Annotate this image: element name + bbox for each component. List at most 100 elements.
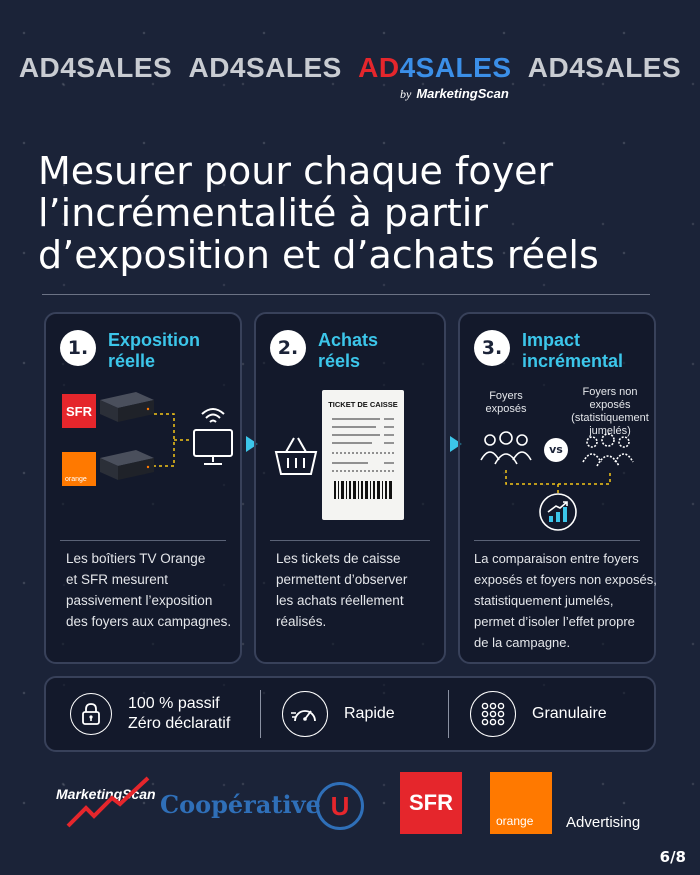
receipt-image: TICKET DE CAISSE: [322, 390, 404, 520]
step-title: Achats réels: [318, 330, 378, 372]
step-number: 3.: [474, 330, 510, 366]
divider: [448, 690, 449, 738]
card-separator: [270, 540, 430, 541]
sfr-footer-logo: SFR: [400, 772, 462, 834]
brand-4: 4: [399, 52, 416, 83]
feature-fast: Rapide: [282, 678, 395, 750]
desc-line: permet d’isoler l’effet propre: [474, 614, 635, 629]
label-line: Foyers: [489, 390, 523, 402]
cooperative-u-logo-text: Coopérative: [160, 790, 321, 819]
dot-grid-icon: [470, 691, 516, 737]
receipt-lines: [332, 418, 394, 499]
step-title-line: Impact: [522, 330, 581, 350]
orange-footer-text: orange: [496, 814, 534, 828]
card-separator: [60, 540, 226, 541]
brand-sales: SALES: [415, 52, 512, 83]
step-title: Exposition réelle: [108, 330, 200, 372]
label-line: (statistiquement: [571, 412, 649, 424]
desc-line: permettent d’observer: [276, 572, 408, 587]
brand-text: AD4SALES: [18, 52, 173, 83]
desc-line: les achats réellement: [276, 593, 404, 608]
receipt-title: TICKET DE CAISSE: [328, 400, 398, 409]
wifi-icon: [201, 408, 225, 423]
step-title: Impact incrémental: [522, 330, 623, 372]
marketingscan-swoosh-icon: [66, 776, 150, 828]
feature-text: 100 % passif Zéro déclaratif: [128, 694, 230, 734]
basket-icon: [274, 437, 318, 475]
step-title-line: réels: [318, 351, 361, 371]
desc-line: des foyers aux campagnes.: [66, 614, 232, 629]
divider: [42, 294, 650, 295]
set-top-box-icon: [100, 392, 154, 422]
label-line: exposés: [589, 399, 631, 411]
step-description: Les tickets de caisse permettent d’obser…: [276, 548, 434, 632]
sfr-logo: SFR: [62, 394, 96, 428]
title-line: l’incrémentalité à partir: [38, 191, 488, 235]
cooperative-u-letter: U: [330, 790, 350, 821]
orange-logo: orange: [62, 452, 96, 486]
set-top-box-icon: [100, 450, 154, 480]
orange-footer-logo: orange: [490, 772, 552, 834]
byline: by MarketingScan: [400, 86, 509, 102]
desc-line: La comparaison entre foyers: [474, 551, 639, 566]
desc-line: statistiquement jumelés,: [474, 593, 614, 608]
step-card-achats: 2. Achats réels TICKET DE CAISSE: [254, 312, 446, 664]
brand-text: AD4SALES: [527, 52, 682, 83]
desc-line: et SFR mesurent: [66, 572, 169, 587]
sfr-logo-text: SFR: [66, 403, 92, 419]
desc-line: de la campagne.: [474, 635, 571, 650]
step-description: Les boîtiers TV Orange et SFR mesurent p…: [66, 548, 232, 632]
vs-text: vs: [549, 443, 563, 456]
page-indicator: 6/8: [659, 848, 686, 866]
divider: [260, 690, 261, 738]
desc-line: Les boîtiers TV Orange: [66, 551, 206, 566]
sfr-footer-text: SFR: [409, 790, 453, 815]
vs-badge: vs: [544, 438, 568, 462]
byline-by: by: [400, 87, 412, 101]
tv-icon: [193, 429, 233, 465]
step-title-line: incrémental: [522, 351, 624, 371]
people-group-icon: [582, 433, 634, 467]
title-line: Mesurer pour chaque foyer: [38, 149, 554, 193]
brand-text: AD4SALES: [188, 52, 342, 83]
features-bar: 100 % passif Zéro déclaratif Rapide: [44, 676, 656, 752]
lock-icon: [70, 693, 112, 735]
growth-chart-icon: [539, 493, 577, 531]
desc-line: réalisés.: [276, 614, 327, 629]
orange-logo-text: orange: [65, 476, 87, 483]
step-title-line: réelle: [108, 351, 156, 371]
desc-line: passivement l’exposition: [66, 593, 213, 608]
step-card-impact: 3. Impact incrémental Foyers exposés Foy…: [458, 312, 657, 664]
byline-brand: MarketingScan: [416, 86, 509, 101]
feature-granular: Granulaire: [470, 678, 607, 750]
card-separator: [474, 540, 640, 541]
feature-text: Granulaire: [532, 704, 607, 724]
feature-passive: 100 % passif Zéro déclaratif: [70, 678, 230, 750]
step-description: La comparaison entre foyers exposés et f…: [474, 548, 657, 653]
step-card-exposition: 1. Exposition réelle SFR orange Les boît…: [44, 312, 242, 664]
speedometer-icon: [282, 691, 328, 737]
label-line: jumelés): [589, 425, 631, 437]
feature-text: Rapide: [344, 704, 395, 724]
brand-ad: AD: [358, 52, 400, 83]
advertising-text: Advertising: [566, 814, 641, 831]
people-group-icon: [480, 431, 532, 465]
feature-line: Rapide: [344, 705, 395, 722]
label-line: exposés: [485, 403, 527, 415]
step-title-line: Achats: [318, 330, 379, 350]
feature-line: 100 % passif: [128, 695, 220, 712]
title-line: d’exposition et d’achats réels: [38, 233, 599, 277]
feature-line: Granulaire: [532, 705, 607, 722]
label-line: Foyers non: [582, 386, 638, 398]
step-number: 2.: [270, 330, 306, 366]
page-title: Mesurer pour chaque foyer l’incrémentali…: [38, 150, 678, 276]
step-title-line: Exposition: [108, 330, 201, 350]
connector-lines: [505, 470, 611, 494]
cooperative-u-logo: U: [316, 782, 364, 830]
marketingscan-logo-text: MarketingScan: [56, 786, 156, 802]
connector-lines: [154, 413, 192, 467]
step-number: 1.: [60, 330, 96, 366]
unexposed-label: Foyers non exposés (statistiquement jume…: [564, 386, 656, 438]
desc-line: Les tickets de caisse: [276, 551, 401, 566]
exposed-label: Foyers exposés: [476, 390, 536, 416]
